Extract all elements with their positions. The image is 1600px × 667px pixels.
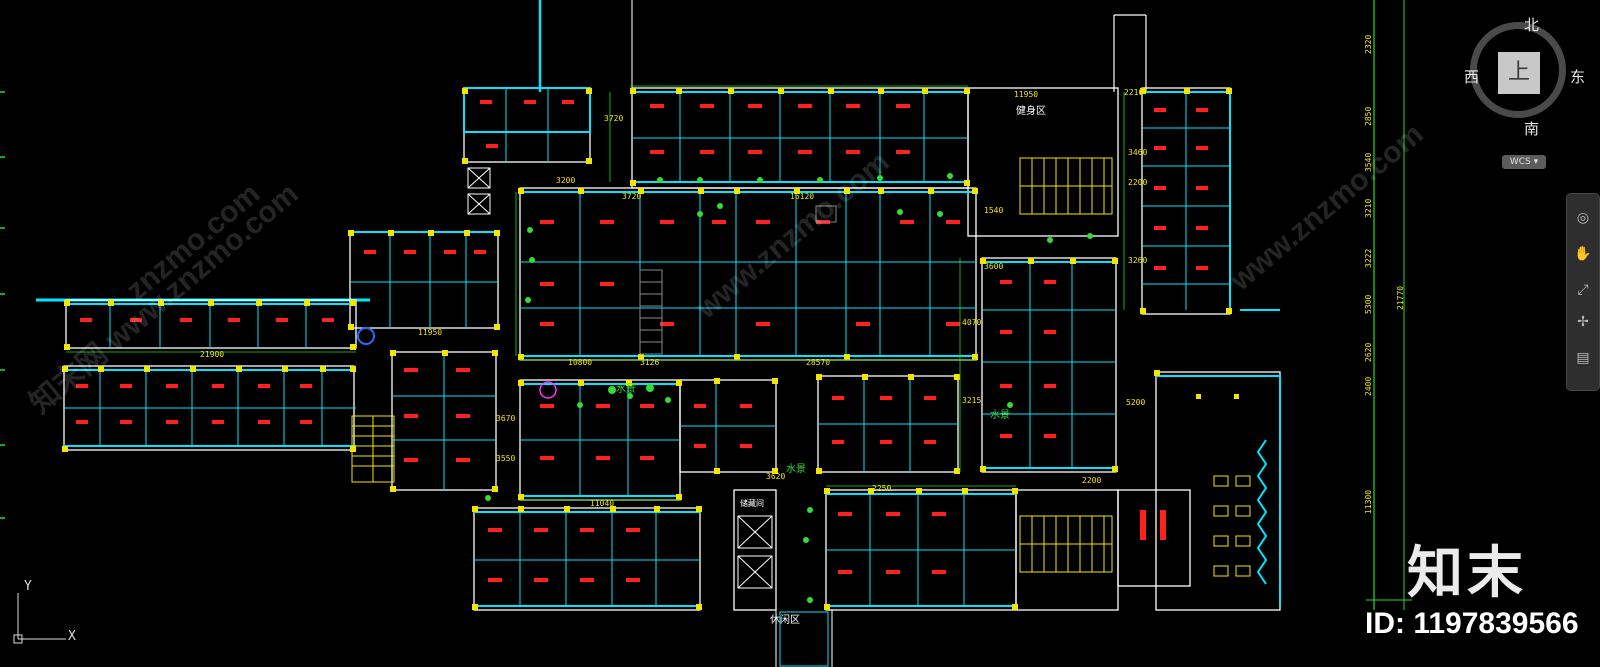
- ucs-axis-icon: Y X: [10, 579, 90, 653]
- zone-label-rest: 休闲区: [770, 615, 800, 626]
- ucs-axis-graphic: [13, 593, 66, 644]
- dim-label: 3260: [1128, 256, 1148, 265]
- wcs-menu-button[interactable]: WCS ▾: [1502, 155, 1546, 169]
- steering-wheel-icon[interactable]: ◎: [1576, 210, 1590, 226]
- dim-label: 10800: [568, 358, 593, 367]
- dim-label: 2200: [1082, 476, 1102, 485]
- showmotion-icon[interactable]: ▤: [1576, 350, 1590, 366]
- wcs-label: WCS: [1509, 157, 1531, 167]
- orbit-icon[interactable]: ✢: [1577, 314, 1589, 330]
- dim-label: 21900: [200, 350, 225, 359]
- right-dim-label: 11300: [1364, 489, 1373, 514]
- dim-label: 3620: [766, 472, 786, 481]
- dim-label: 3670: [496, 414, 516, 423]
- dim-label: 2200: [1128, 178, 1148, 187]
- dim-label: 2210: [1124, 88, 1144, 97]
- dim-label: 4070: [962, 318, 982, 327]
- right-dim-label: 5300: [1364, 294, 1373, 314]
- zoom-icon[interactable]: ⤢: [1577, 282, 1589, 298]
- dim-label: 3126: [640, 358, 660, 367]
- dim-label: 3460: [1128, 148, 1148, 157]
- viewcube-compass-icon[interactable]: [1470, 22, 1566, 118]
- dim-label: 1540: [984, 206, 1004, 215]
- compass-west[interactable]: 西: [1464, 68, 1480, 86]
- viewcube-top-face[interactable]: 上: [1498, 52, 1540, 94]
- dim-label: 3215: [962, 396, 982, 405]
- dim-label: 5200: [1126, 398, 1146, 407]
- ucs-x-label: X: [68, 629, 76, 644]
- ucs-y-label: Y: [24, 579, 32, 594]
- dim-label: 3720: [622, 192, 642, 201]
- zone-label-water: 水景: [786, 464, 806, 475]
- zone-label-water: 水景: [616, 384, 636, 395]
- right-dim-label: 3222: [1364, 248, 1373, 268]
- right-dim-label: 21770: [1396, 285, 1405, 310]
- navigation-bar: ◎ ✋ ⤢ ✢ ▤: [1566, 193, 1600, 391]
- right-dim-label: 2320: [1364, 34, 1373, 54]
- dim-label: 11950: [1014, 90, 1039, 99]
- dim-label: 3550: [496, 454, 516, 463]
- zone-label-fitness: 健身区: [1016, 106, 1046, 117]
- compass-east[interactable]: 东: [1570, 68, 1586, 86]
- dim-label: 16120: [790, 192, 815, 201]
- viewcube[interactable]: 上 北 南 东 西: [1460, 12, 1590, 152]
- dim-label: 2250: [872, 484, 892, 493]
- right-dim-label: 2850: [1364, 106, 1373, 126]
- dim-label: 11950: [418, 328, 443, 337]
- right-dim-label: 2620: [1364, 342, 1373, 362]
- zone-label-water: 水景: [990, 410, 1010, 421]
- right-dim-label: 2400: [1364, 376, 1373, 396]
- pan-hand-icon[interactable]: ✋: [1574, 246, 1592, 262]
- zone-label-storage: 储藏间: [740, 499, 764, 508]
- dim-label: 11040: [590, 499, 615, 508]
- watermark-logo: 知末: [1407, 541, 1527, 606]
- dim-label: 3600: [984, 262, 1004, 271]
- compass-north[interactable]: 北: [1524, 16, 1540, 34]
- dim-label: 28570: [806, 358, 831, 367]
- dim-label: 3720: [604, 114, 624, 123]
- watermark-id: ID: 1197839566: [1365, 607, 1579, 640]
- dim-label: 3200: [556, 176, 576, 185]
- right-dim-label: 3210: [1364, 198, 1373, 218]
- chevron-down-icon: ▾: [1533, 157, 1539, 167]
- compass-south[interactable]: 南: [1524, 120, 1540, 138]
